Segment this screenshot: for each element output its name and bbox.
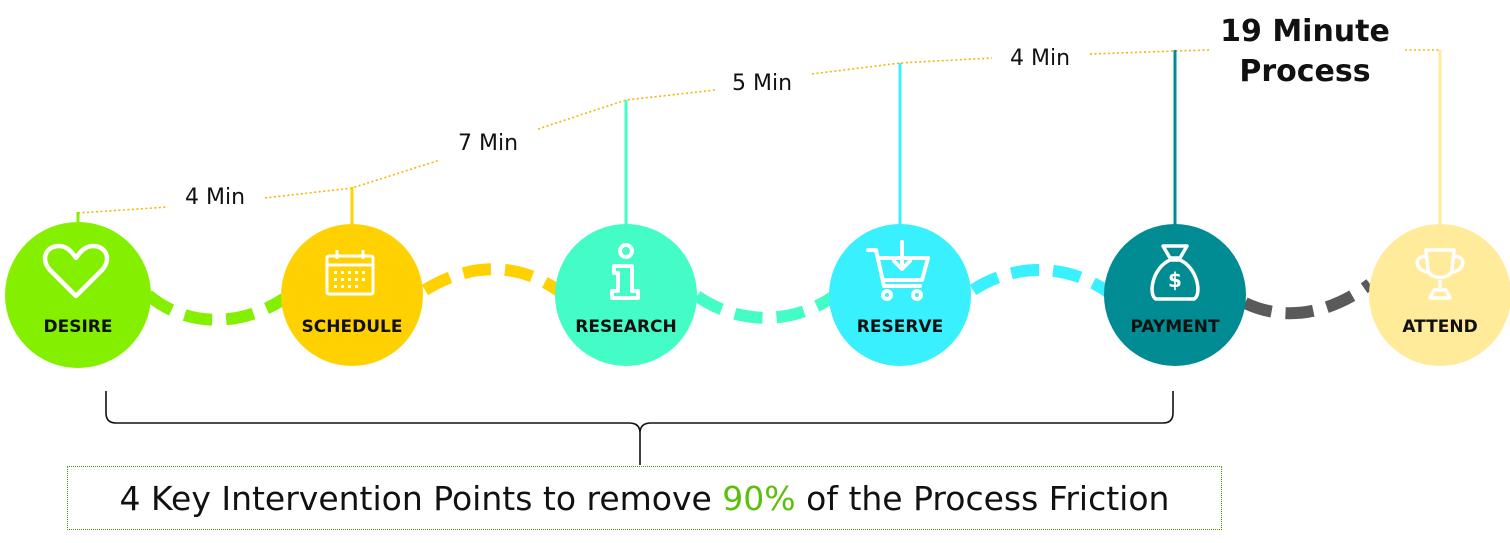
connector	[1242, 279, 1374, 320]
step-label: SCHEDULE	[302, 317, 403, 337]
callout-box: 4 Key Intervention Points to remove 90% …	[67, 466, 1222, 530]
timeline-segment	[77, 206, 169, 214]
timeline	[77, 49, 1440, 214]
total-time-line1: 19 Minute	[1220, 14, 1390, 49]
callout-text-end: of the Process Friction	[795, 478, 1170, 518]
step-desire: DESIRE	[5, 222, 151, 368]
timeline-segment	[1089, 49, 1211, 55]
step-label: ATTEND	[1402, 317, 1477, 337]
connector	[421, 263, 564, 297]
step-label: DESIRE	[44, 317, 113, 337]
step-reserve: RESERVE	[829, 224, 971, 366]
step-label: RESERVE	[857, 317, 943, 337]
svg-text:$: $	[1168, 268, 1182, 292]
total-time-line2: Process	[1239, 54, 1370, 89]
cart-icon	[866, 240, 930, 301]
duration-labels: 4 Min 7 Min 5 Min 4 Min	[185, 46, 1070, 210]
duration-label: 7 Min	[458, 131, 518, 156]
step-schedule: SCHEDULE	[281, 224, 423, 366]
step-attend: ATTEND	[1369, 224, 1510, 366]
connector	[693, 291, 838, 324]
connectors	[144, 263, 1374, 326]
heart-icon	[42, 243, 110, 299]
connector	[144, 290, 289, 326]
step-research: RESEARCH	[555, 224, 697, 366]
step-circle	[1369, 224, 1510, 366]
timeline-segment	[264, 159, 441, 199]
step-circle	[555, 224, 697, 366]
bracket	[105, 391, 1174, 465]
callout-text: 4 Key Intervention Points to remove	[119, 478, 723, 518]
step-circle	[829, 224, 971, 366]
step-payment: $ PAYMENT	[1104, 224, 1246, 366]
step-label: RESEARCH	[575, 317, 677, 337]
trophy-icon	[1415, 248, 1465, 300]
duration-label: 4 Min	[185, 185, 245, 210]
info-icon	[610, 243, 640, 300]
timeline-segment	[811, 57, 993, 75]
step-circle	[1104, 224, 1246, 366]
step-label: PAYMENT	[1130, 317, 1219, 337]
stems	[76, 50, 1442, 226]
duration-label: 5 Min	[732, 71, 792, 96]
money-bag-icon: $	[1150, 244, 1200, 301]
connector	[969, 264, 1112, 297]
calendar-icon	[325, 250, 375, 296]
callout-highlight: 90%	[722, 478, 796, 518]
duration-label: 4 Min	[1010, 46, 1070, 71]
